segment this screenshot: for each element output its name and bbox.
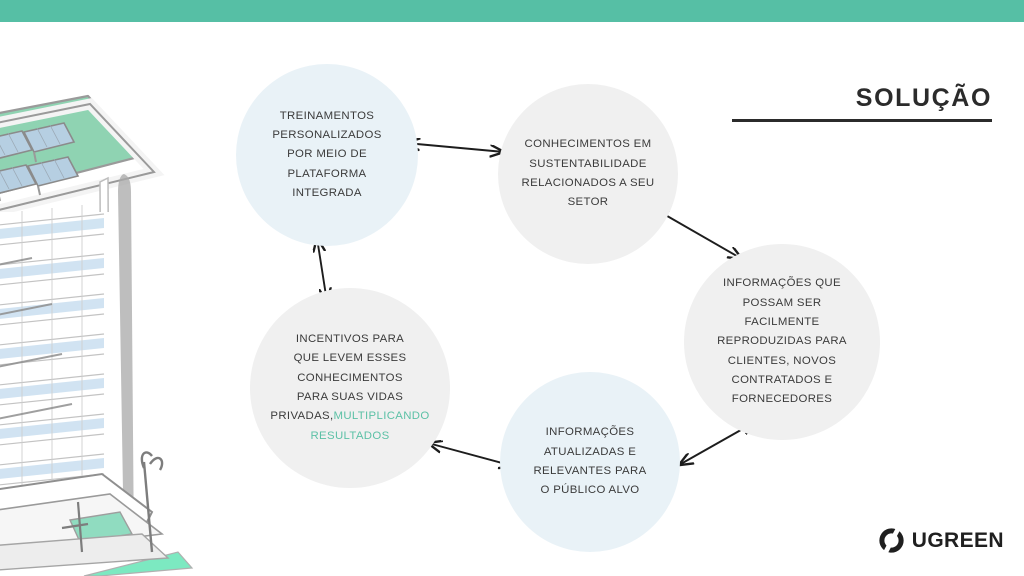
node-incentivos-label-plain: INCENTIVOS PARA QUE LEVEM ESSES CONHECIM… (270, 333, 407, 423)
node-informacoes-atualizadas[interactable]: INFORMAÇÕES ATUALIZADAS E RELEVANTES PAR… (500, 372, 680, 552)
arrow-conhecimentos-informacoes-reproduzidas (655, 209, 742, 259)
node-incentivos-label-wrap: INCENTIVOS PARA QUE LEVEM ESSES CONHECIM… (256, 330, 443, 446)
node-incentivos-label-accent: MULTIPLICANDO RESULTADOS (310, 410, 430, 442)
node-treinamentos-label: TREINAMENTOS PERSONALIZADOS POR MEIO DE … (272, 109, 382, 199)
title-underline-rule (732, 119, 992, 122)
node-conhecimentos-label: CONHECIMENTOS EM SUSTENTABILIDADE RELACI… (521, 138, 655, 209)
sustainable-building-illustration (0, 94, 194, 576)
arrow-treinamentos-conhecimentos (406, 143, 504, 152)
node-informacoes-reproduzidas[interactable]: INFORMAÇÕES QUE POSSAM SER FACILMENTE RE… (684, 244, 880, 440)
slide-title-block: SOLUÇÃO (572, 86, 992, 122)
node-incentivos[interactable]: INCENTIVOS PARA QUE LEVEM ESSES CONHECIM… (250, 288, 450, 488)
node-conhecimentos[interactable]: CONHECIMENTOS EM SUSTENTABILIDADE RELACI… (498, 84, 678, 264)
node-treinamentos[interactable]: TREINAMENTOS PERSONALIZADOS POR MEIO DE … (236, 64, 418, 246)
page-title: SOLUÇÃO (855, 84, 992, 112)
brand-logo: UGREEN (878, 527, 1004, 554)
brand-logo-text: UGREEN (911, 528, 1004, 552)
node-informacoes-reproduzidas-label: INFORMAÇÕES QUE POSSAM SER FACILMENTE RE… (717, 277, 847, 406)
node-informacoes-atualizadas-label: INFORMAÇÕES ATUALIZADAS E RELEVANTES PAR… (533, 426, 647, 497)
ugreen-circular-mark-icon (879, 527, 904, 554)
top-accent-bar (0, 0, 1024, 22)
